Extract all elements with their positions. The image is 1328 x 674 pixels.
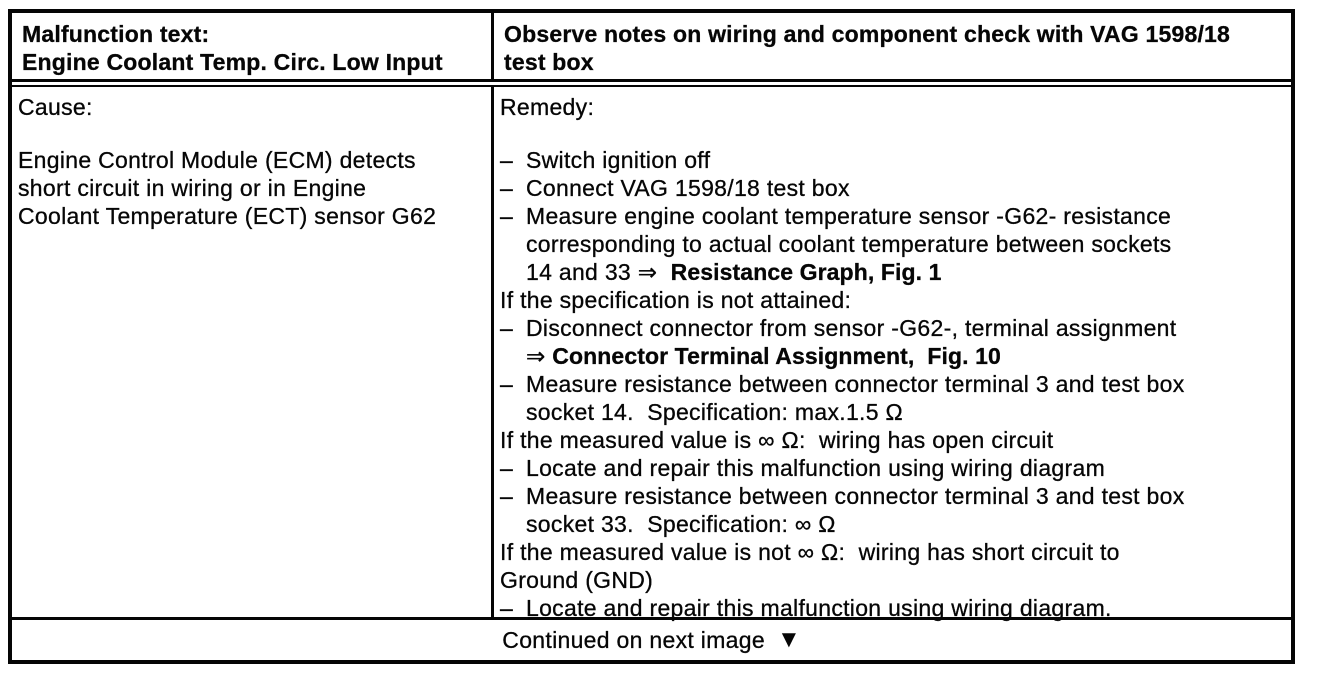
body-row: Cause: Engine Control Module (ECM) detec… (12, 87, 1291, 621)
header-cell-malfunction: Malfunction text: Engine Coolant Temp. C… (12, 13, 491, 79)
remedy-item: –Measure resistance between connector te… (500, 482, 1285, 538)
remedy-item-marker: – (500, 203, 514, 229)
footer-separator (12, 617, 1291, 620)
remedy-item-marker: – (500, 315, 514, 341)
remedy-item-marker: – (500, 595, 514, 621)
remedy-item-text: Connect VAG 1598/18 test box (526, 175, 850, 201)
remedy-item-marker: – (500, 175, 514, 201)
cause-cell: Cause: Engine Control Module (ECM) detec… (12, 87, 491, 617)
remedy-item: –Switch ignition off (500, 146, 1285, 174)
remedy-item: –Measure engine coolant temperature sens… (500, 202, 1285, 286)
observe-note-text: Observe notes on wiring and component ch… (504, 21, 1231, 75)
remedy-item: If the specification is not attained: (500, 286, 1285, 314)
cause-label: Cause: (18, 94, 93, 120)
remedy-item: –Disconnect connector from sensor -G62-,… (500, 314, 1285, 370)
header-row: Malfunction text: Engine Coolant Temp. C… (12, 13, 1291, 79)
remedy-item-text: If the measured value is not ∞ Ω: wiring… (500, 539, 1120, 593)
remedy-label: Remedy: (500, 94, 595, 120)
remedy-list: –Switch ignition off–Connect VAG 1598/18… (500, 146, 1285, 622)
remedy-item-text: If the specification is not attained: (500, 287, 852, 313)
malfunction-text: Malfunction text: Engine Coolant Temp. C… (22, 21, 443, 75)
spacer (500, 121, 1285, 146)
remedy-item-marker: – (500, 455, 514, 481)
down-arrow-icon: ▼ (776, 626, 801, 653)
remedy-item-text: Locate and repair this malfunction using… (526, 455, 1106, 481)
column-divider (491, 13, 494, 79)
column-divider (491, 87, 494, 617)
spacer (18, 121, 485, 146)
remedy-item: If the measured value is ∞ Ω: wiring has… (500, 426, 1285, 454)
remedy-item-text: Switch ignition off (526, 147, 711, 173)
cause-text: Engine Control Module (ECM) detects shor… (18, 147, 437, 229)
continuation-text: Continued on next image (502, 627, 765, 653)
remedy-item-text: If the measured value is ∞ Ω: wiring has… (500, 427, 1054, 453)
malfunction-table: Malfunction text: Engine Coolant Temp. C… (8, 9, 1295, 664)
remedy-item: –Measure resistance between connector te… (500, 370, 1285, 426)
remedy-item-marker: – (500, 483, 514, 509)
remedy-item: –Connect VAG 1598/18 test box (500, 174, 1285, 202)
remedy-item-text: Measure resistance between connector ter… (526, 483, 1185, 537)
remedy-item: If the measured value is not ∞ Ω: wiring… (500, 538, 1285, 594)
header-separator (12, 79, 1291, 87)
remedy-item-marker: – (500, 147, 514, 173)
remedy-item-text: Measure resistance between connector ter… (526, 371, 1185, 425)
remedy-item-text: Disconnect connector from sensor -G62-, … (526, 315, 1177, 369)
remedy-cell: Remedy: –Switch ignition off–Connect VAG… (494, 87, 1291, 621)
header-cell-observe: Observe notes on wiring and component ch… (494, 13, 1291, 79)
remedy-item-text: Measure engine coolant temperature senso… (526, 203, 1172, 285)
remedy-item: –Locate and repair this malfunction usin… (500, 454, 1285, 482)
remedy-item-text: Locate and repair this malfunction using… (526, 595, 1112, 621)
remedy-item: –Locate and repair this malfunction usin… (500, 594, 1285, 622)
continuation-row: Continued on next image ▼ (12, 620, 1291, 660)
remedy-item-marker: – (500, 371, 514, 397)
